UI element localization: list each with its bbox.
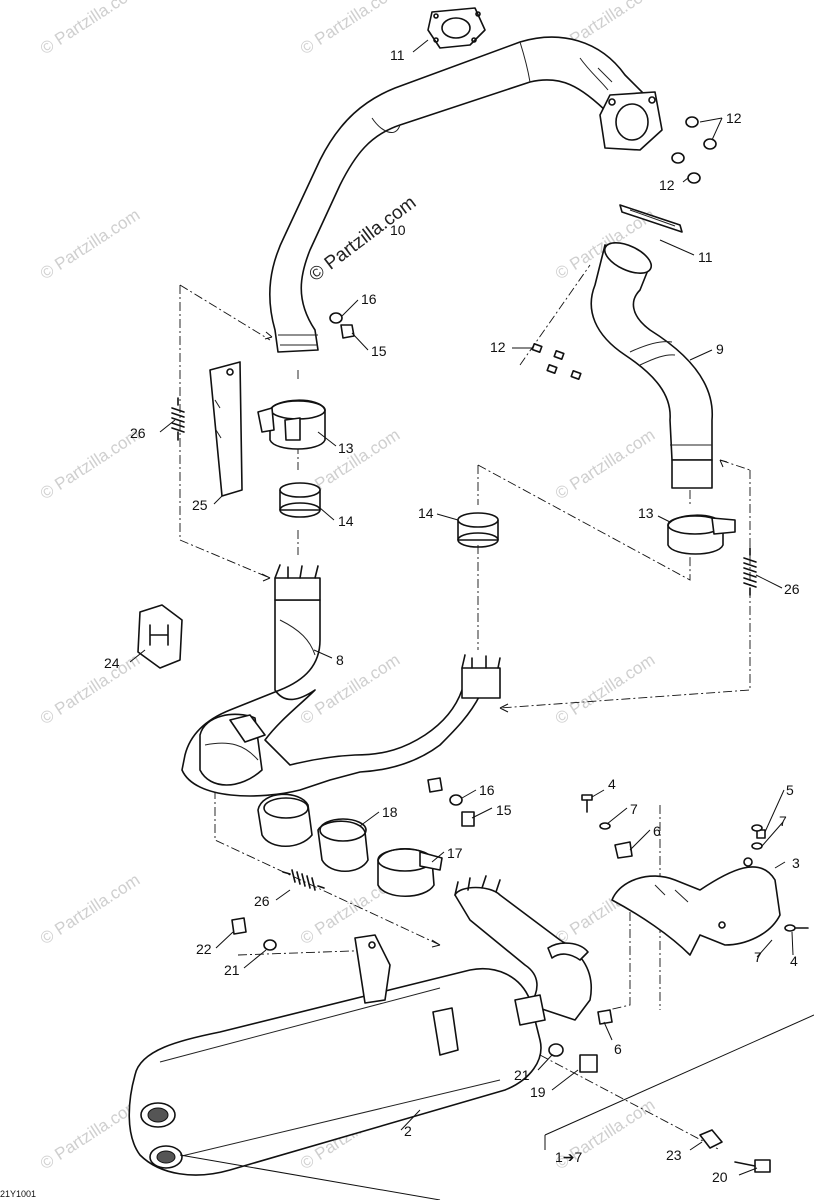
muffler: [128, 875, 592, 1176]
callout-12: 12: [490, 339, 506, 355]
watermark: © Partzilla.com: [37, 0, 143, 58]
callout-12: 12: [659, 177, 675, 193]
callout-11: 11: [698, 249, 713, 265]
watermark: © Partzilla.com: [37, 650, 143, 728]
callout-11: 11: [390, 47, 405, 63]
callout-7: 7: [754, 949, 762, 965]
header-pipe-upper: [269, 36, 663, 353]
watermark: © Partzilla.com: [37, 870, 143, 948]
drawing-code: 21Y1001: [0, 1189, 36, 1199]
clamp-17: [377, 848, 443, 897]
assembly-bracket: [179, 1014, 814, 1200]
callout-12: 12: [726, 110, 742, 126]
callout-4: 4: [608, 776, 616, 792]
clamp-left: [257, 399, 326, 450]
callout-26: 26: [784, 581, 800, 597]
callout-14: 14: [338, 513, 354, 529]
callout-17: 17: [447, 845, 463, 861]
callout-leaders: [129, 39, 794, 1176]
callout-21: 21: [224, 962, 240, 978]
callout-16: 16: [479, 782, 495, 798]
watermark: © Partzilla.com: [552, 425, 658, 503]
front-pipe: [181, 564, 501, 797]
callout-6: 6: [614, 1041, 622, 1057]
watermark: © Partzilla.com: [37, 425, 143, 503]
callout-15: 15: [371, 343, 387, 359]
callout-26: 26: [130, 425, 146, 441]
hardware-bottom: [231, 917, 771, 1173]
callout-5: 5: [786, 782, 794, 798]
callout-23: 23: [666, 1147, 682, 1163]
callout-1-to-7: 1➔7: [555, 1149, 583, 1165]
spring-left: [171, 397, 185, 441]
callout-20: 20: [712, 1169, 728, 1185]
watermark: © Partzilla.com: [552, 650, 658, 728]
gasket-top: [427, 7, 486, 49]
callout-7: 7: [779, 813, 787, 829]
sleeve-18: [257, 793, 369, 873]
callout-16: 16: [361, 291, 377, 307]
callout-19: 19: [530, 1084, 546, 1100]
hardware-top-right: [581, 794, 809, 932]
assembly-arrows: [261, 331, 728, 948]
callout-labels: 11 12 12 10 11 16 15 12 9 26 13 25 14 14…: [104, 47, 800, 1185]
flange-nuts-middle: [531, 343, 582, 380]
clamp-right: [667, 514, 736, 555]
sleeve-right: [457, 512, 499, 548]
rubber-mount: [137, 604, 183, 669]
callout-21: 21: [514, 1067, 530, 1083]
callout-6: 6: [653, 823, 661, 839]
watermark: © Partzilla.com: [37, 205, 143, 283]
callout-25: 25: [192, 497, 208, 513]
callout-13: 13: [338, 440, 354, 456]
callout-18: 18: [382, 804, 398, 820]
callout-24: 24: [104, 655, 120, 671]
callout-2: 2: [404, 1123, 412, 1139]
spring-right: [743, 547, 757, 596]
callout-13: 13: [638, 505, 654, 521]
watermark: © Partzilla.com: [297, 0, 403, 58]
sensor-plug-mid: [427, 777, 475, 827]
sensor-plug-top: [329, 312, 355, 339]
muffler-heat-shield: [611, 857, 781, 956]
callout-9: 9: [716, 341, 724, 357]
callout-14: 14: [418, 505, 434, 521]
callout-3: 3: [792, 855, 800, 871]
header-pipe-rear: [590, 242, 713, 489]
callout-10: 10: [390, 222, 406, 238]
callout-26: 26: [254, 893, 270, 909]
callout-22: 22: [196, 941, 212, 957]
watermark: © Partzilla.com: [37, 1095, 143, 1173]
spring-bottom: [282, 869, 325, 891]
sleeve-left: [279, 482, 321, 518]
callout-15: 15: [496, 802, 512, 818]
gasket-right: [619, 204, 683, 233]
callout-7: 7: [630, 801, 638, 817]
callout-4: 4: [790, 953, 798, 969]
callout-8: 8: [336, 652, 344, 668]
flange-nuts-top: [671, 116, 717, 184]
heat-shield: [209, 361, 243, 497]
